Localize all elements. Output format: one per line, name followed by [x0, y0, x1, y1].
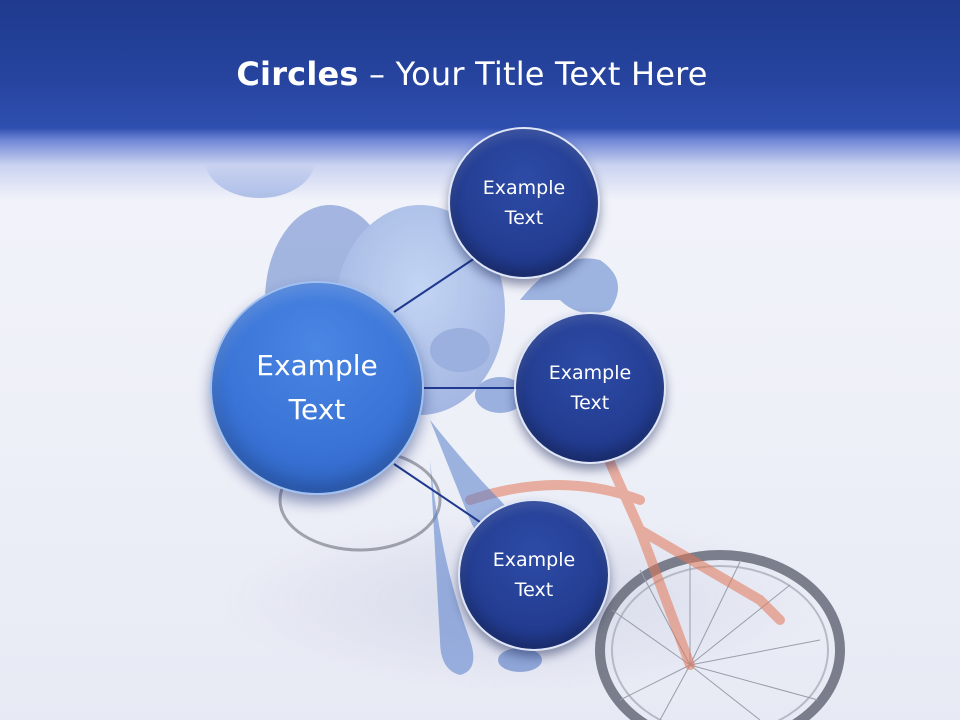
satellite-circle-middle[interactable]: Example Text [514, 312, 666, 464]
satellite-label: Example Text [482, 177, 566, 229]
connector-to-top-circle [393, 257, 476, 313]
connector-to-bottom-circle [393, 463, 481, 523]
center-circle-label: Example Text [256, 349, 378, 426]
slide-title: Circles – Your Title Text Here [0, 52, 944, 96]
title-bold: Circles [236, 55, 359, 93]
center-circle[interactable]: Example Text [210, 281, 424, 495]
satellite-circle-bottom[interactable]: Example Text [458, 499, 610, 651]
satellite-label: Example Text [492, 549, 576, 601]
title-rest: – Your Title Text Here [358, 55, 708, 93]
satellite-label: Example Text [548, 362, 632, 414]
satellite-circle-top[interactable]: Example Text [448, 127, 600, 279]
